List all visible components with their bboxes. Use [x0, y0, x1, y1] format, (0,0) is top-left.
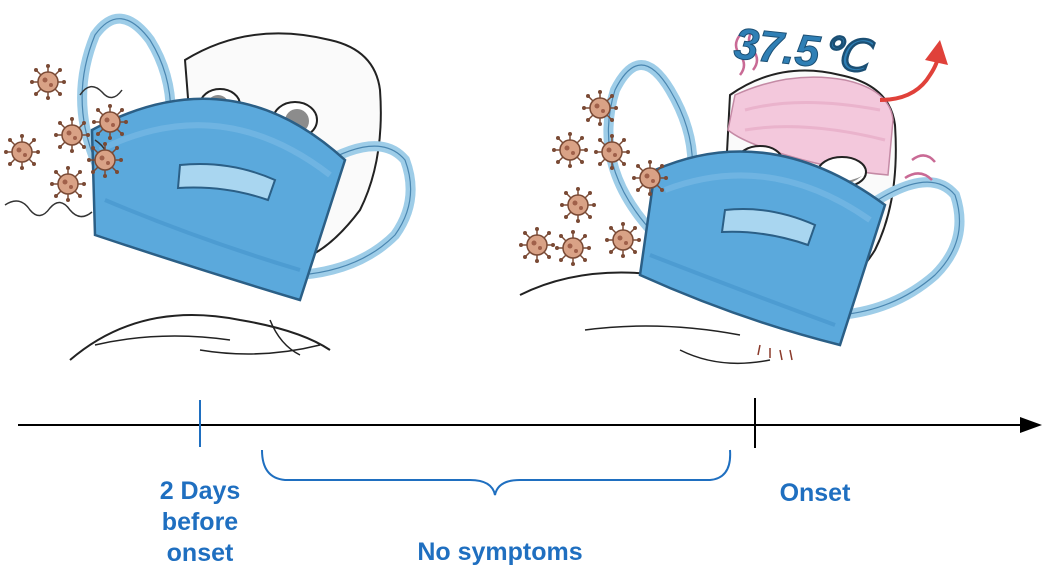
label-line: before: [130, 507, 270, 538]
virus-icon: [582, 90, 618, 126]
virus-icon: [519, 227, 555, 263]
label-line: 2 Days: [130, 476, 270, 507]
virus-icon: [30, 64, 66, 100]
fever-arrow-icon: [880, 40, 948, 100]
virus-icon: [552, 132, 588, 168]
no-symptoms-brace: [262, 450, 730, 495]
virus-icon: [594, 134, 630, 170]
virus-icon: [54, 117, 90, 153]
virus-icon: [4, 134, 40, 170]
virus-icon: [555, 230, 591, 266]
label-onset: Onset: [760, 478, 870, 509]
label-no-symptoms: No symptoms: [380, 537, 620, 568]
timeline-axis: [18, 417, 1042, 433]
virus-icon: [92, 104, 128, 140]
virus-icon: [605, 222, 641, 258]
label-line: onset: [130, 538, 270, 569]
virus-icon: [87, 142, 123, 178]
virus-icon: [50, 166, 86, 202]
virus-icon: [632, 160, 668, 196]
virus-icon: [560, 187, 596, 223]
label-two-days-before-onset: 2 Days before onset: [130, 476, 270, 569]
thermometer-reading: 37.5℃: [732, 19, 877, 82]
